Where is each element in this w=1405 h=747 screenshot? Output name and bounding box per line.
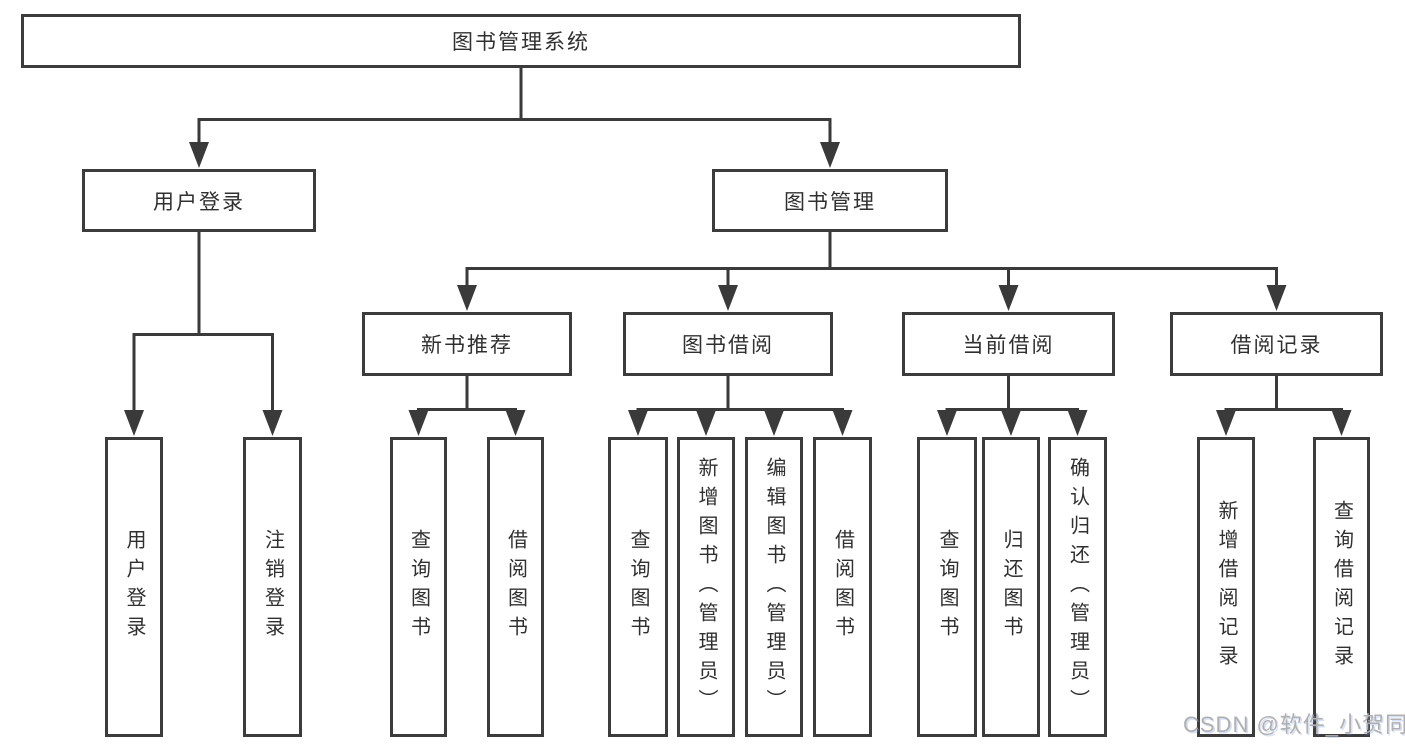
node-borrowing-records: 借阅记录: [1170, 312, 1383, 376]
node-book-management: 图书管理: [712, 169, 948, 232]
leaf-query-borrow-record: 查询借阅记录: [1313, 437, 1370, 737]
node-label: 注销登录: [261, 529, 284, 645]
node-label: 当前借阅: [962, 334, 1055, 357]
node-label: 借阅记录: [1230, 334, 1323, 357]
node-label: 借阅图书: [831, 529, 854, 645]
leaf-query-books-2: 查询图书: [608, 437, 668, 737]
leaf-query-books-3: 查询图书: [917, 437, 977, 737]
node-label: 用户登录: [123, 529, 145, 645]
leaf-return-books: 归还图书: [982, 437, 1040, 737]
node-label: 编辑图书（管理员）: [763, 456, 785, 718]
csdn-watermark: CSDN @软件_小贺同学: [1183, 712, 1405, 737]
node-label: 图书管理系统: [452, 31, 590, 54]
node-label: 查询图书: [627, 529, 649, 645]
node-book-borrowing: 图书借阅: [623, 312, 833, 376]
node-label: 借阅图书: [504, 529, 527, 645]
node-user-login: 用户登录: [82, 169, 316, 232]
node-library-management-system: 图书管理系统: [21, 14, 1021, 68]
leaf-edit-books-admin: 编辑图书（管理员）: [745, 437, 803, 737]
leaf-add-borrow-record: 新增借阅记录: [1197, 437, 1255, 737]
node-new-book-recommend: 新书推荐: [362, 312, 572, 376]
node-label: 新增借阅记录: [1215, 500, 1237, 674]
leaf-user-login: 用户登录: [105, 437, 163, 737]
node-label: 新书推荐: [421, 334, 513, 357]
node-label: 新增图书（管理员）: [695, 456, 717, 718]
node-label: 图书管理: [784, 190, 876, 214]
node-label: 确认归还（管理员）: [1066, 456, 1089, 718]
leaf-query-books-1: 查询图书: [390, 437, 447, 737]
node-label: 查询图书: [936, 529, 958, 645]
node-label: 查询借阅记录: [1330, 500, 1353, 674]
node-label: 图书借阅: [682, 334, 774, 357]
leaf-borrow-books-2: 借阅图书: [813, 437, 872, 737]
leaf-confirm-return-admin: 确认归还（管理员）: [1048, 437, 1107, 737]
node-label: 查询图书: [407, 529, 430, 645]
leaf-logout: 注销登录: [243, 437, 302, 737]
node-current-borrowing: 当前借阅: [902, 312, 1115, 376]
node-label: 归还图书: [1000, 529, 1022, 645]
leaf-add-books-admin: 新增图书（管理员）: [677, 437, 735, 737]
leaf-borrow-books-1: 借阅图书: [487, 437, 544, 737]
node-label: 用户登录: [153, 190, 245, 214]
